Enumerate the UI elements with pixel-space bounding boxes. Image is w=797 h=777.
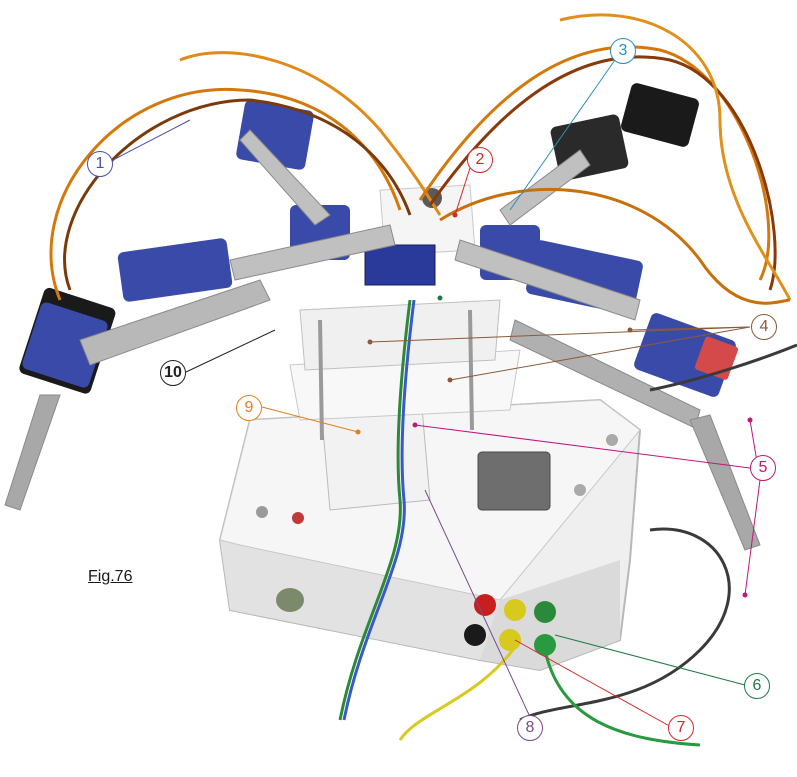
callout-8: 8 xyxy=(517,715,543,741)
servo-cables xyxy=(49,13,797,747)
callout-7: 7 xyxy=(668,715,694,741)
callout-10: 10 xyxy=(160,360,186,386)
callout-9: 9 xyxy=(236,395,262,421)
callout-6: 6 xyxy=(744,673,770,699)
base-box xyxy=(218,398,642,672)
leader-lines xyxy=(112,59,761,729)
callout-2: 2 xyxy=(467,147,493,173)
figure-label: Fig.76 xyxy=(88,568,133,585)
callout-1: 1 xyxy=(87,151,113,177)
brackets xyxy=(4,129,761,551)
callout-4: 4 xyxy=(751,314,777,340)
callout-3: 3 xyxy=(610,38,636,64)
callout-5: 5 xyxy=(750,455,776,481)
